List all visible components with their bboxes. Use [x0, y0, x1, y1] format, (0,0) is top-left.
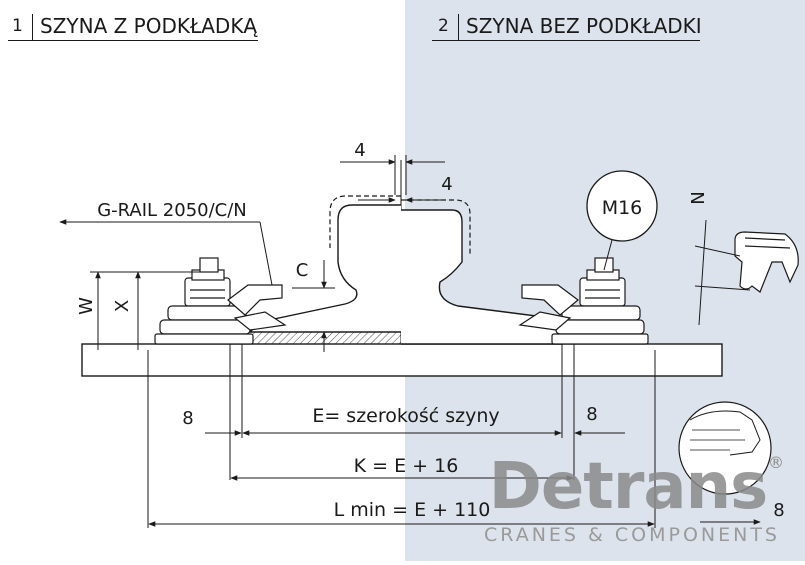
- detail-circle: [678, 401, 772, 495]
- dim-4-mid-label: 4: [441, 174, 452, 195]
- right-clamp: [518, 257, 649, 345]
- logo-tagline: CRANES & COMPONENTS: [484, 524, 780, 546]
- right-header-underline: [432, 40, 700, 41]
- dim-l-label: L min = E + 110: [334, 499, 491, 521]
- base-plate: [81, 343, 723, 377]
- rail-model-label: G-RAIL 2050/C/N: [97, 200, 247, 221]
- dim-n-label: N: [688, 191, 709, 204]
- detail-n-line-top: [694, 245, 741, 257]
- right-header-divider: [458, 14, 459, 40]
- bolt-callout-circle: [586, 170, 658, 242]
- dim-4-top-label: 4: [354, 140, 365, 161]
- logo-registered-mark: ®: [768, 453, 784, 472]
- detail-n-dim: [698, 219, 707, 326]
- logo-wordmark: Detrans: [489, 450, 768, 524]
- dim-x-label: X: [112, 300, 133, 312]
- detail-clamp-inset: [734, 231, 799, 293]
- rail-head-dashed-left: [329, 195, 401, 248]
- dim-8-right-label: 8: [586, 404, 597, 425]
- rail-pad: [244, 331, 406, 345]
- dim-e-label: E= szerokość szyny: [312, 405, 499, 427]
- left-header-underline: [8, 40, 258, 41]
- left-header-number: 1: [12, 16, 23, 36]
- dim-k-label: K = E + 16: [354, 455, 459, 477]
- dim-extension-lines: [147, 344, 656, 528]
- rail-head-dashed-right: [401, 199, 471, 255]
- dim-8-far-label: 8: [773, 500, 784, 521]
- rail-model-leader-diag: [259, 221, 273, 286]
- rail-profile-right: [401, 209, 564, 345]
- dim-c-label: C: [296, 260, 309, 281]
- left-header-divider: [32, 14, 33, 40]
- right-header-title: SZYNA BEZ PODKŁADKI: [466, 14, 702, 38]
- dim-8-left-label: 8: [182, 408, 193, 429]
- dim-w-label: W: [76, 297, 97, 315]
- detail-n-line-bottom: [694, 285, 751, 291]
- bolt-label: M16: [602, 197, 643, 219]
- bolt-callout-leader: [603, 239, 613, 271]
- right-header-number: 2: [438, 16, 449, 36]
- rail-profile-left: [248, 204, 401, 333]
- left-header-title: SZYNA Z PODKŁADKĄ: [40, 14, 258, 38]
- left-clamp: [154, 257, 287, 345]
